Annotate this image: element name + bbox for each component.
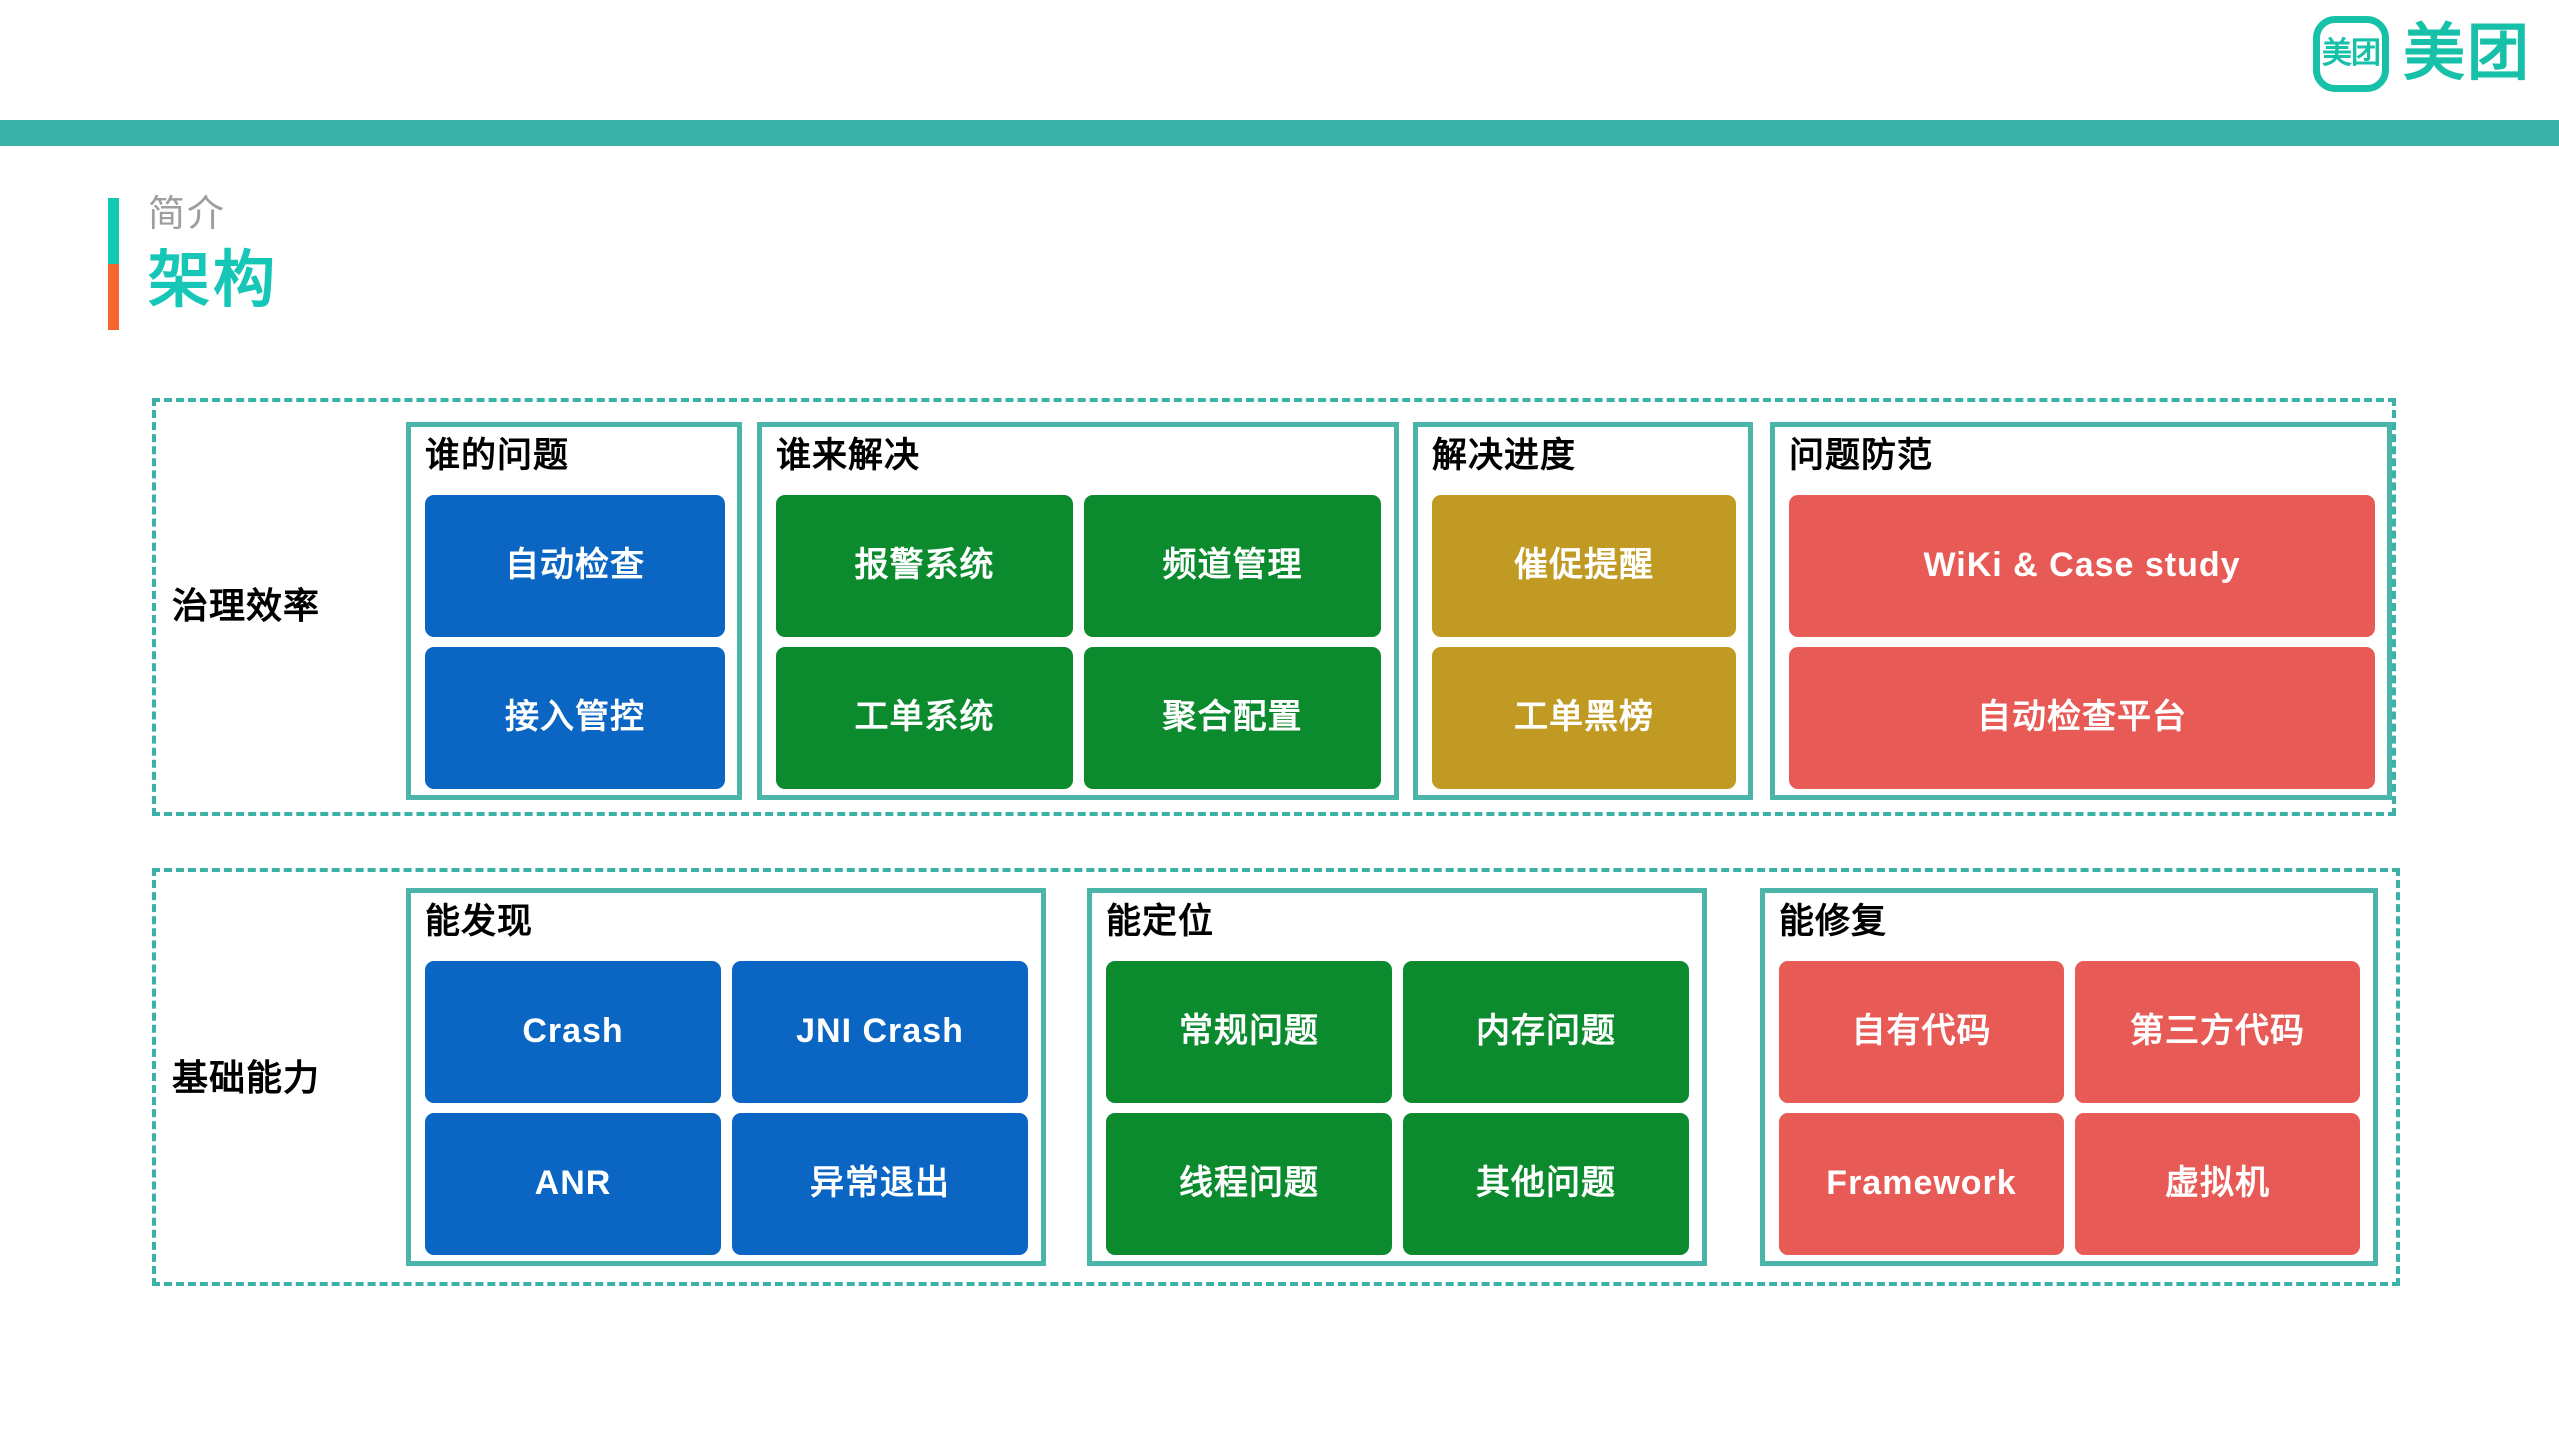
title-accent-bar-top xyxy=(108,198,119,264)
title-accent-bar xyxy=(108,198,119,330)
group-title-problem-prevention: 问题防范 xyxy=(1789,436,1934,475)
group-problem-prevention[interactable]: 问题防范 WiKi & Case study 自动检查平台 xyxy=(1770,422,2392,800)
chip-anr[interactable]: ANR xyxy=(425,1113,721,1255)
chip-ticket-blacklist[interactable]: 工单黑榜 xyxy=(1432,647,1736,789)
meituan-logo-mark-icon: 美团 xyxy=(2312,16,2389,92)
chip-jni-crash[interactable]: JNI Crash xyxy=(732,961,1028,1103)
group-title-can-locate: 能定位 xyxy=(1106,902,1215,941)
chip-ticket-system[interactable]: 工单系统 xyxy=(776,647,1073,789)
chip-crash[interactable]: Crash xyxy=(425,961,721,1103)
chip-general-issue[interactable]: 常规问题 xyxy=(1106,961,1392,1103)
group-title-who-solves: 谁来解决 xyxy=(776,436,921,475)
chip-other-issue[interactable]: 其他问题 xyxy=(1403,1113,1689,1255)
brand-header: 美团 美团 xyxy=(0,0,2559,120)
page-title: 架构 xyxy=(148,246,279,315)
chip-list-who-problem: 自动检查 接入管控 xyxy=(425,495,725,789)
chip-list-resolution-progress: 催促提醒 工单黑榜 xyxy=(1432,495,1736,789)
chip-list-can-detect: Crash JNI Crash ANR 异常退出 xyxy=(425,961,1029,1255)
chip-thread-issue[interactable]: 线程问题 xyxy=(1106,1113,1392,1255)
chip-channel-management[interactable]: 频道管理 xyxy=(1084,495,1381,637)
group-who-problem[interactable]: 谁的问题 自动检查 接入管控 xyxy=(406,422,742,800)
group-title-can-fix: 能修复 xyxy=(1779,902,1888,941)
chip-wiki-case-study[interactable]: WiKi & Case study xyxy=(1789,495,2375,637)
chip-virtual-machine[interactable]: 虚拟机 xyxy=(2075,1113,2360,1255)
title-accent-bar-bottom xyxy=(108,264,119,330)
chip-access-control[interactable]: 接入管控 xyxy=(425,647,725,789)
band-label-foundation-capability: 基础能力 xyxy=(172,1057,321,1098)
chip-own-code[interactable]: 自有代码 xyxy=(1779,961,2064,1103)
group-title-who-problem: 谁的问题 xyxy=(425,436,570,475)
chip-reminder[interactable]: 催促提醒 xyxy=(1432,495,1736,637)
chip-list-problem-prevention: WiKi & Case study 自动检查平台 xyxy=(1789,495,2375,789)
group-who-solves[interactable]: 谁来解决 报警系统 频道管理 工单系统 聚合配置 xyxy=(757,422,1399,800)
chip-list-can-locate: 常规问题 内存问题 线程问题 其他问题 xyxy=(1106,961,1690,1255)
group-title-resolution-progress: 解决进度 xyxy=(1432,436,1577,475)
chip-alarm-system[interactable]: 报警系统 xyxy=(776,495,1073,637)
group-can-fix[interactable]: 能修复 自有代码 第三方代码 Framework 虚拟机 xyxy=(1760,888,2378,1266)
chip-framework[interactable]: Framework xyxy=(1779,1113,2064,1255)
chip-aggregation-config[interactable]: 聚合配置 xyxy=(1084,647,1381,789)
chip-auto-check[interactable]: 自动检查 xyxy=(425,495,725,637)
section-eyebrow: 简介 xyxy=(148,193,226,234)
chip-list-who-solves: 报警系统 频道管理 工单系统 聚合配置 xyxy=(776,495,1382,789)
group-can-detect[interactable]: 能发现 Crash JNI Crash ANR 异常退出 xyxy=(406,888,1046,1266)
group-title-can-detect: 能发现 xyxy=(425,902,534,941)
header-rule xyxy=(0,120,2559,146)
group-resolution-progress[interactable]: 解决进度 催促提醒 工单黑榜 xyxy=(1413,422,1753,800)
chip-list-can-fix: 自有代码 第三方代码 Framework 虚拟机 xyxy=(1779,961,2361,1255)
meituan-logo: 美团 美团 xyxy=(2312,12,2531,96)
group-can-locate[interactable]: 能定位 常规问题 内存问题 线程问题 其他问题 xyxy=(1087,888,1707,1266)
chip-auto-check-platform[interactable]: 自动检查平台 xyxy=(1789,647,2375,789)
meituan-logo-wordmark: 美团 xyxy=(2402,19,2531,88)
chip-abnormal-exit[interactable]: 异常退出 xyxy=(732,1113,1028,1255)
slide-title-block: 简介 架构 xyxy=(108,193,1008,338)
chip-memory-issue[interactable]: 内存问题 xyxy=(1403,961,1689,1103)
band-label-governance-efficiency: 治理效率 xyxy=(172,585,321,626)
chip-third-party-code[interactable]: 第三方代码 xyxy=(2075,961,2360,1103)
